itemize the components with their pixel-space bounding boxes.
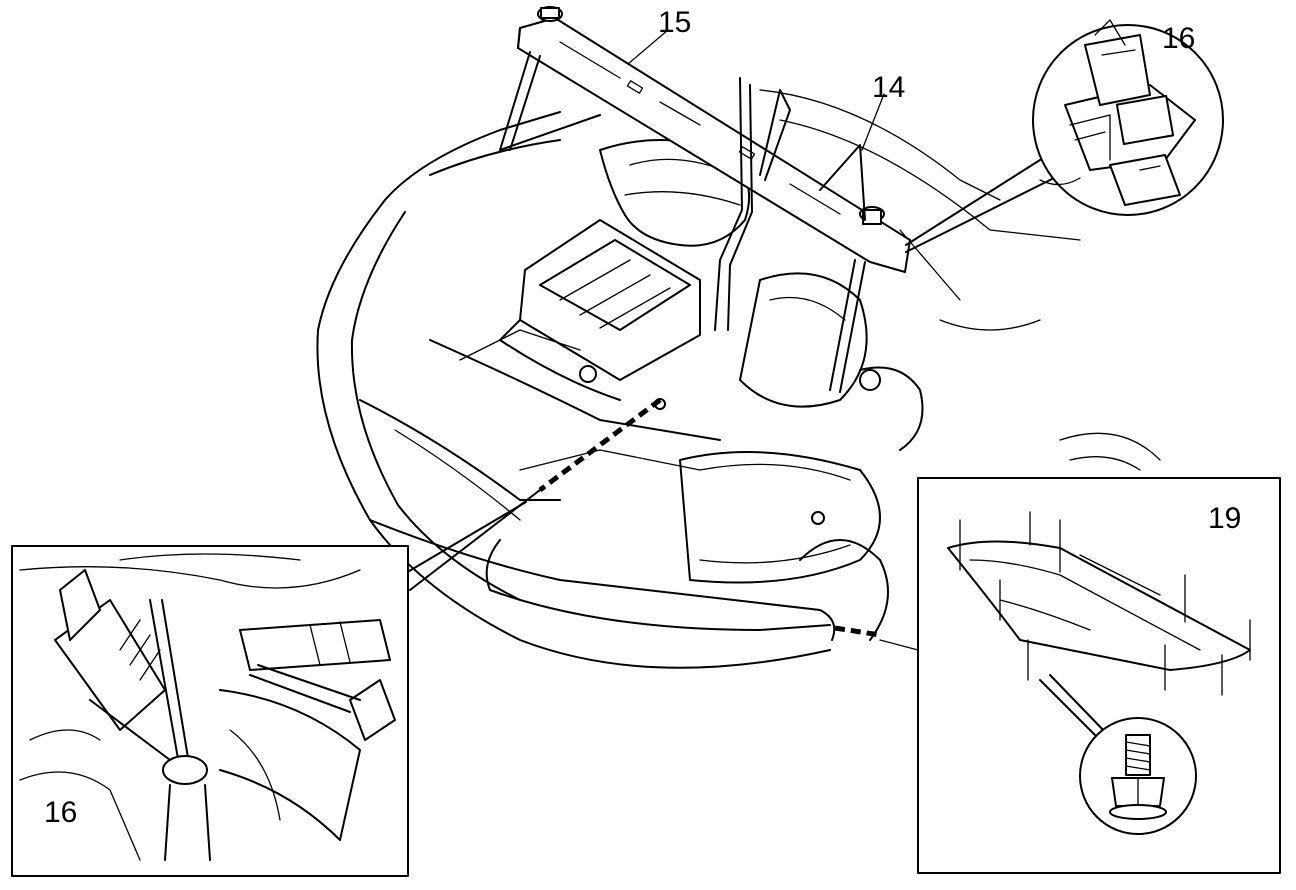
undershield-detail [917,477,1281,874]
engine-block [429,139,924,525]
connector-detail [1032,19,1224,216]
callout-19: 19 [1208,502,1241,535]
engine-support-bar [499,6,911,393]
bolt-icon [1109,734,1167,820]
callout-15: 15 [658,6,691,39]
callout-16-top: 16 [1162,22,1195,55]
leader-lines [393,29,1061,651]
callout-16-bottom: 16 [44,796,77,829]
car-front-body [316,89,1161,669]
callout-14: 14 [872,71,905,104]
sensor-detail [11,545,409,877]
